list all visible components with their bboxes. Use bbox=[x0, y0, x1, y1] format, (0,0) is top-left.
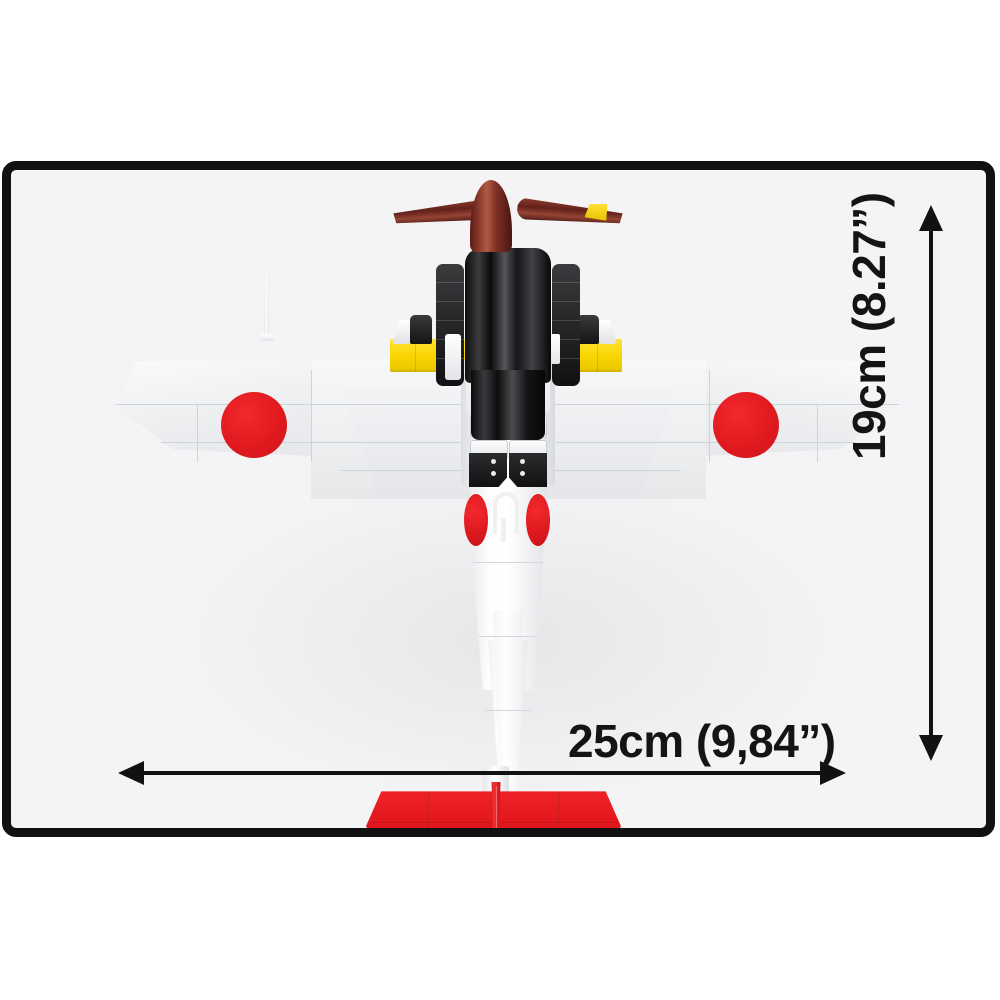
wing-panel-line bbox=[817, 404, 818, 462]
wing-panel-line bbox=[709, 370, 710, 462]
nose-spinner bbox=[470, 180, 512, 252]
arrow-head-right-icon bbox=[820, 761, 846, 785]
fuselage-seam bbox=[479, 636, 537, 637]
engine-cowling-lower bbox=[471, 370, 545, 440]
exhaust-stack-right bbox=[552, 264, 580, 386]
wing-gun-right bbox=[577, 315, 599, 344]
wing-panel-line bbox=[197, 404, 198, 462]
antenna-mast bbox=[264, 274, 269, 338]
arrow-shaft bbox=[140, 771, 824, 775]
fuselage-roundel-right bbox=[526, 494, 550, 546]
arrow-head-down-icon bbox=[919, 735, 943, 761]
fuselage-black-panel-left bbox=[469, 453, 507, 487]
wing-roundel-right bbox=[713, 392, 779, 458]
arrow-head-left-icon bbox=[118, 761, 144, 785]
wing-panel-line bbox=[556, 442, 856, 443]
engine-cowling bbox=[465, 248, 551, 383]
wing-gun-fairing-right bbox=[599, 320, 617, 344]
wing-panel-line bbox=[115, 404, 475, 405]
rudder-highlight bbox=[495, 786, 498, 828]
fuselage-seam bbox=[485, 710, 531, 711]
arrow-head-up-icon bbox=[919, 205, 943, 231]
fuselage-seam bbox=[473, 562, 543, 563]
fuselage-hook bbox=[493, 492, 519, 534]
cowl-side-piece-left bbox=[445, 334, 461, 380]
fuselage-roundel-left bbox=[464, 494, 488, 546]
wing-gun-fairing-left bbox=[392, 320, 410, 344]
fuselage-hook-stem bbox=[501, 518, 506, 542]
propeller-blade-right bbox=[516, 197, 627, 227]
wing-panel-line bbox=[311, 370, 312, 462]
arrow-shaft bbox=[929, 227, 933, 739]
antenna-mast-base bbox=[259, 334, 274, 341]
width-dimension-label: 25cm (9,84”) bbox=[568, 715, 836, 767]
wing-roundel-left bbox=[221, 392, 287, 458]
aircraft-model bbox=[11, 170, 986, 828]
height-dimension-arrow bbox=[919, 205, 943, 761]
vertical-rudder bbox=[491, 782, 501, 828]
wing-gun-left bbox=[410, 315, 432, 344]
height-dimension-label: 19cm (8.27”) bbox=[843, 192, 895, 460]
fuselage-black-panel-right bbox=[509, 453, 547, 487]
product-photo-panel bbox=[2, 161, 995, 837]
width-dimension-arrow bbox=[118, 761, 846, 785]
